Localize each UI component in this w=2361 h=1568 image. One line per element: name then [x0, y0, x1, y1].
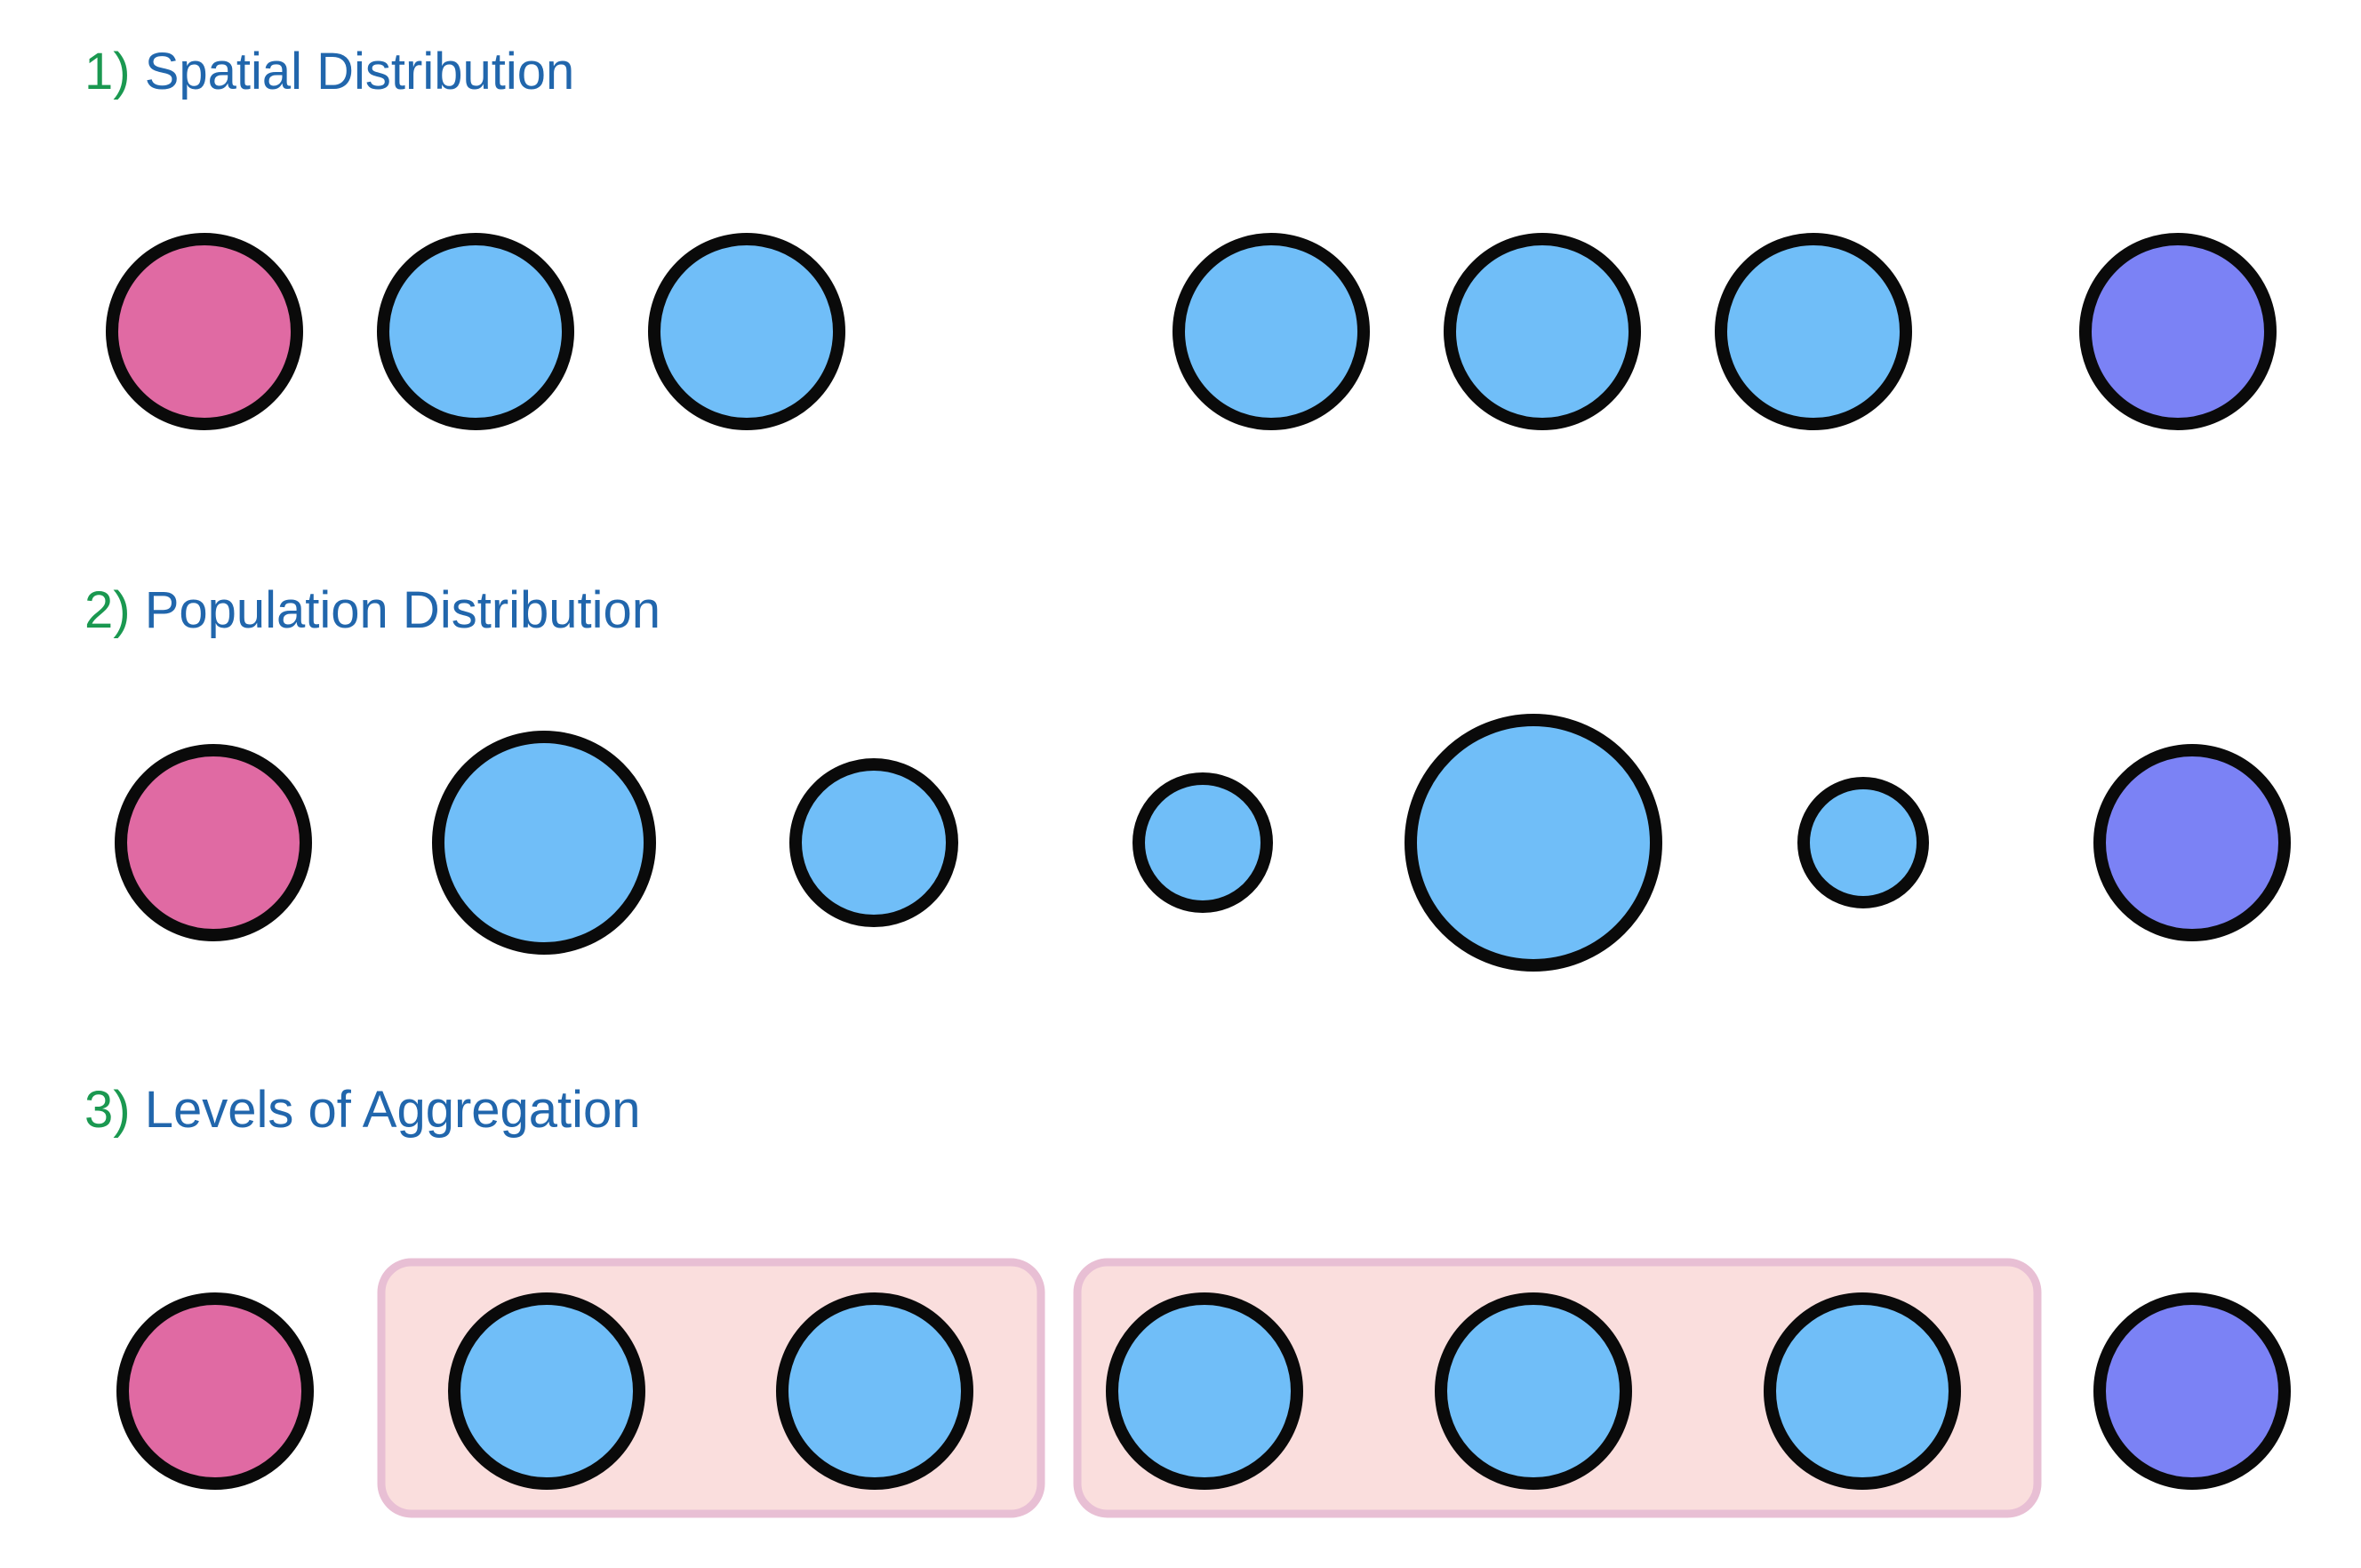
section-2-heading: 2) Population Distribution [84, 585, 660, 636]
section-3-circle-1-pink [116, 1292, 314, 1490]
section-2-title: Population Distribution [144, 581, 661, 639]
section-1-title: Spatial Distribution [144, 43, 575, 100]
section-1-heading: 1) Spatial Distribution [84, 46, 574, 98]
section-3-title: Levels of Aggregation [144, 1081, 641, 1139]
section-2-circle-5-blue [1405, 714, 1662, 972]
section-3-number: 3) [84, 1081, 131, 1139]
section-3-circle-5-blue [1435, 1292, 1632, 1490]
section-1-circle-6-blue [1715, 233, 1912, 430]
section-2-number: 2) [84, 581, 131, 639]
section-3-circle-3-blue [776, 1292, 973, 1490]
section-1-circle-7-purple [2079, 233, 2277, 430]
section-2-circle-4-blue [1132, 772, 1273, 913]
section-3-circle-2-blue [448, 1292, 645, 1490]
section-3-heading: 3) Levels of Aggregation [84, 1084, 641, 1136]
section-1-number: 1) [84, 43, 131, 100]
section-3-circle-7-purple [2093, 1292, 2291, 1490]
circles-layer [106, 233, 2291, 1490]
section-1-circle-2-blue [377, 233, 574, 430]
section-2-circle-1-pink [115, 744, 312, 941]
section-2-circle-2-blue [432, 731, 656, 955]
section-2-circle-6-blue [1797, 777, 1929, 908]
section-3-circle-4-blue [1106, 1292, 1303, 1490]
section-1-circle-3-blue [648, 233, 845, 430]
section-1-circle-5-blue [1444, 233, 1641, 430]
section-1-circle-1-pink [106, 233, 303, 430]
section-2-circle-3-blue [789, 758, 958, 927]
section-3-circle-6-blue [1764, 1292, 1961, 1490]
section-1-circle-4-blue [1172, 233, 1370, 430]
section-2-circle-7-purple [2093, 744, 2291, 941]
